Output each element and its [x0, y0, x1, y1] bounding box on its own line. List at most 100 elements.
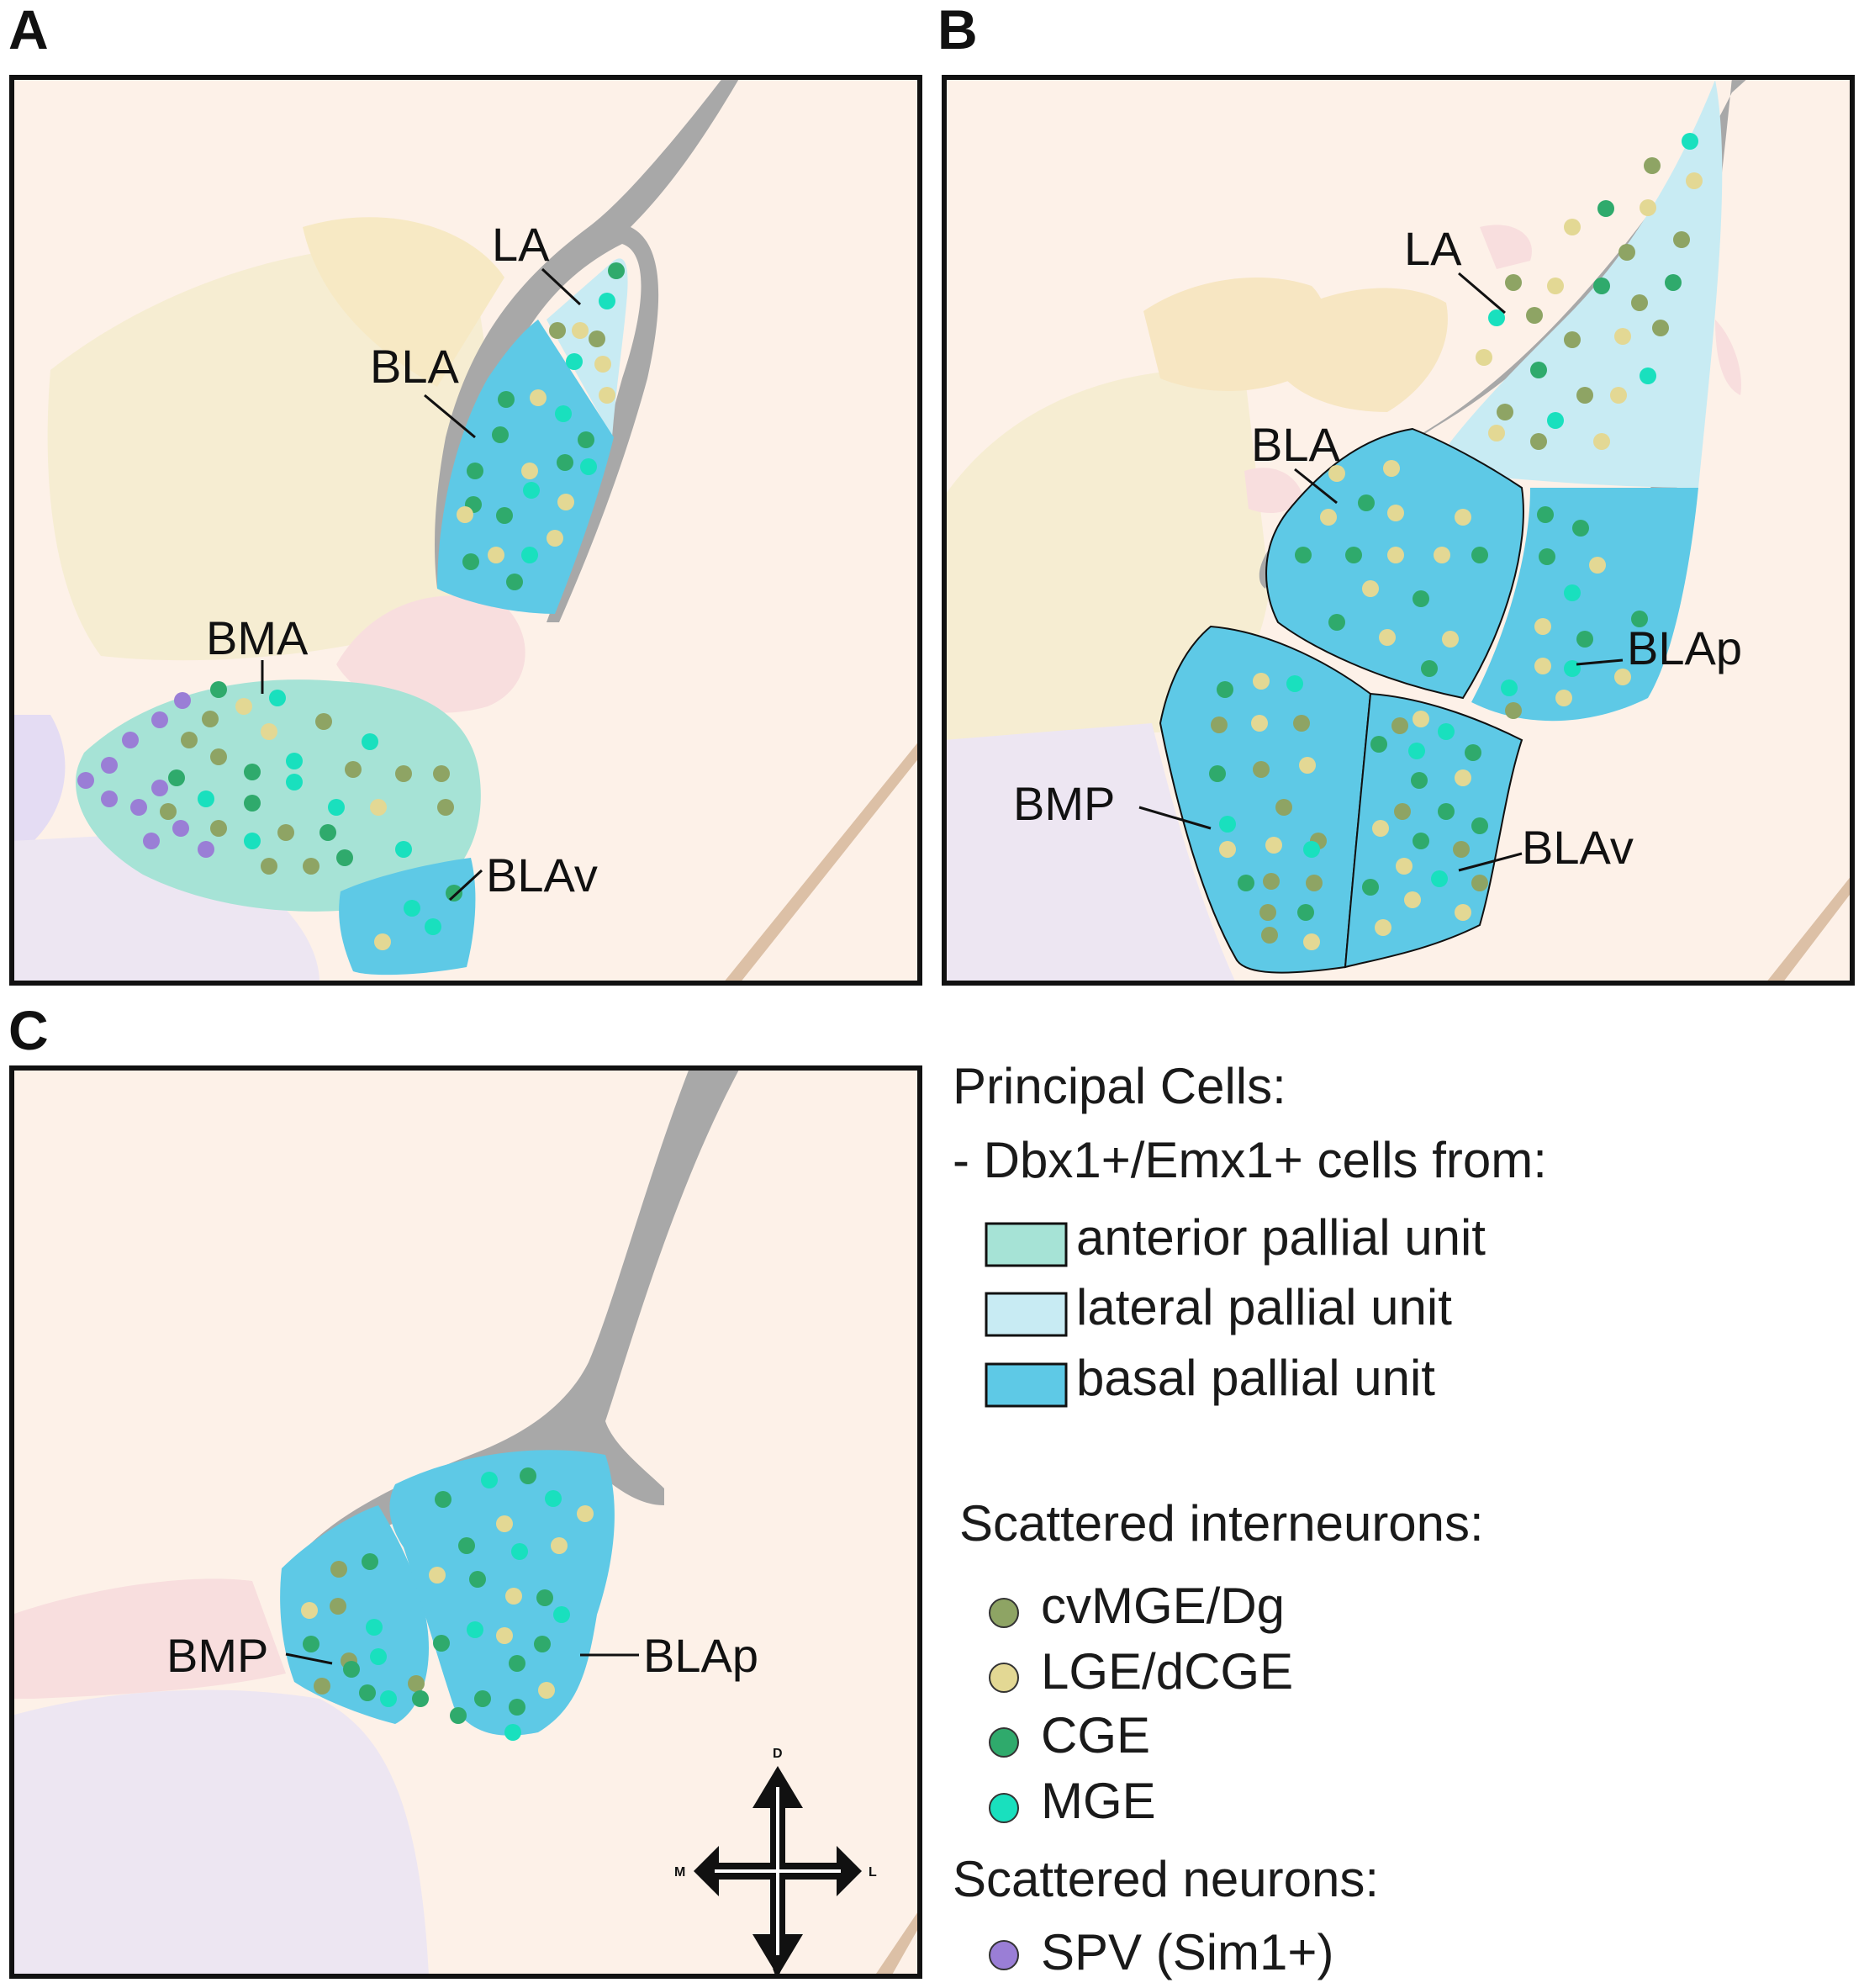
- interneuron-dot: [1564, 660, 1581, 677]
- interneuron-dot: [1530, 362, 1547, 378]
- interneuron-dot: [330, 1561, 347, 1578]
- panel-b-la-region: [1429, 80, 1723, 488]
- interneuron-dot: [599, 293, 615, 309]
- legend-unit-label: lateral pallial unit: [1076, 1279, 1452, 1335]
- interneuron-dot: [1259, 904, 1276, 921]
- interneuron-dot: [557, 454, 573, 471]
- spv-neuron-dot: [77, 772, 94, 789]
- interneuron-dot: [538, 1682, 555, 1699]
- interneuron-dot: [1471, 547, 1488, 563]
- interneuron-dot: [1293, 715, 1310, 732]
- interneuron-dot: [1564, 219, 1581, 235]
- interneuron-dot: [328, 799, 345, 816]
- legend-swatch-lateral: [985, 1292, 1068, 1337]
- interneuron-dot: [1391, 717, 1408, 734]
- interneuron-dot: [1497, 404, 1513, 420]
- legend-neuron-label: SPV (Sim1+): [1041, 1924, 1333, 1980]
- spv-neuron-dot: [101, 757, 118, 774]
- interneuron-dot: [1286, 675, 1303, 692]
- interneuron-dot: [395, 841, 412, 858]
- spv-neuron-dot: [172, 820, 189, 837]
- interneuron-dot: [1610, 387, 1627, 404]
- interneuron-dot: [404, 900, 420, 917]
- interneuron-dot: [362, 733, 378, 750]
- legend-unit-label: anterior pallial unit: [1076, 1209, 1486, 1266]
- interneuron-dot: [429, 1567, 446, 1584]
- interneuron-dot: [1345, 547, 1362, 563]
- panel-a-cells: [77, 262, 625, 950]
- panel-c-blap-region: [389, 1450, 615, 1736]
- interneuron-dot: [1614, 328, 1631, 345]
- interneuron-dot: [1618, 244, 1635, 261]
- interneuron-dot: [1362, 580, 1379, 597]
- interneuron-dot: [498, 391, 515, 408]
- interneuron-dot: [457, 506, 473, 523]
- interneuron-dot: [1597, 200, 1614, 217]
- legend-dot-lge: [989, 1663, 1019, 1693]
- interneuron-dot: [536, 1589, 553, 1606]
- panel-b-label-blap: BLAp: [1627, 621, 1742, 674]
- panel-a-label-la: LA: [492, 218, 550, 271]
- interneuron-dot: [506, 574, 523, 590]
- interneuron-dot: [530, 389, 547, 406]
- interneuron-dot: [1547, 278, 1564, 294]
- interneuron-dot: [319, 824, 336, 841]
- compass-label-medial: M: [674, 1865, 685, 1880]
- interneuron-dot: [521, 463, 538, 479]
- interneuron-dot: [1453, 841, 1470, 858]
- interneuron-dot: [450, 1707, 467, 1724]
- interneuron-dot: [608, 262, 625, 279]
- spv-neuron-dot: [151, 711, 168, 728]
- interneuron-dot: [286, 753, 303, 769]
- panel-a-lavender-lower: [12, 833, 319, 983]
- interneuron-dot: [198, 790, 214, 807]
- interneuron-dot: [1652, 320, 1669, 336]
- interneuron-dot: [1413, 833, 1429, 849]
- interneuron-dot: [315, 713, 332, 730]
- interneuron-dot: [1644, 157, 1661, 174]
- interneuron-dot: [1370, 736, 1387, 753]
- interneuron-dot: [572, 322, 589, 339]
- panel-c-bmp-region: [280, 1505, 429, 1724]
- interneuron-dot: [1455, 509, 1471, 526]
- interneuron-dot: [1686, 172, 1703, 189]
- interneuron-dot: [210, 820, 227, 837]
- interneuron-dot: [1303, 933, 1320, 950]
- interneuron-dot: [1411, 772, 1428, 789]
- interneuron-dot: [1501, 679, 1518, 696]
- interneuron-dot: [1408, 743, 1425, 759]
- interneuron-dot: [408, 1675, 425, 1692]
- panel-b-yellow-region: [944, 368, 1270, 740]
- interneuron-dot: [1211, 716, 1228, 733]
- interneuron-dot: [1261, 927, 1278, 944]
- interneuron-dot: [1253, 761, 1270, 778]
- interneuron-dot: [1471, 817, 1488, 834]
- panel-b-border-line: [1766, 875, 1852, 983]
- interneuron-dot: [534, 1636, 551, 1652]
- interneuron-dot: [1299, 757, 1316, 774]
- interneuron-dot: [1372, 820, 1389, 837]
- interneuron-dot: [1396, 858, 1413, 875]
- interneuron-dot: [474, 1690, 491, 1707]
- interneuron-dot: [1589, 557, 1606, 574]
- panel-b-letter: B: [937, 0, 978, 61]
- legend-interneuron-cvmge: cvMGE/Dg: [989, 1578, 1285, 1634]
- interneuron-dot: [1593, 278, 1610, 294]
- interneuron-dot: [1275, 799, 1292, 816]
- interneuron-dot: [1438, 803, 1455, 820]
- interneuron-dot: [1539, 548, 1555, 565]
- interneuron-dot: [244, 833, 261, 849]
- interneuron-dot: [446, 885, 462, 901]
- interneuron-dot: [1387, 505, 1404, 521]
- legend-dot-cge: [989, 1727, 1019, 1758]
- interneuron-dot: [1631, 294, 1648, 311]
- panel-b-label-bmp: BMP: [1013, 777, 1115, 830]
- panel-a-leader-lines: [261, 267, 582, 901]
- interneuron-dot: [1465, 744, 1481, 761]
- panel-c-label-bmp: BMP: [166, 1629, 268, 1682]
- interneuron-dot: [1413, 711, 1429, 727]
- interneuron-dot: [1383, 460, 1400, 477]
- interneuron-dot: [370, 799, 387, 816]
- interneuron-dot: [437, 799, 454, 816]
- interneuron-dot: [505, 1588, 522, 1605]
